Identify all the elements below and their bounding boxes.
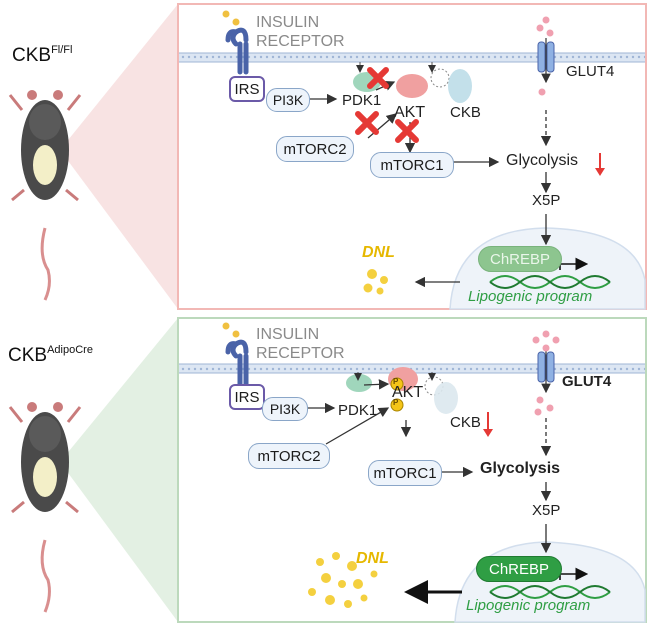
ckb-label: CKB [450, 104, 481, 121]
glut4-label: GLUT4 [566, 63, 615, 80]
receptor-label-2: RECEPTOR [256, 345, 345, 362]
phospho-label-2: P [393, 398, 399, 407]
enzyme-blob-icon-top [353, 62, 472, 103]
akt-label: AKT [394, 104, 426, 121]
bottom-funnel [60, 318, 178, 622]
dnl-label-2: DNL [356, 550, 389, 567]
insulin-receptor-icon-2 [225, 339, 249, 387]
mtorc2-node: mTORC2 [276, 136, 354, 162]
top-funnel [60, 4, 178, 309]
pi3k-node-2: PI3K [262, 397, 308, 421]
insulin-receptor-icon [225, 27, 249, 75]
lipogenic-label: Lipogenic program [468, 288, 593, 305]
insulin-label: INSULIN [256, 14, 320, 31]
pdk1-label: PDK1 [342, 92, 382, 109]
ckb-label-2: CKB [450, 414, 481, 431]
glut4-transporter-icon [537, 38, 555, 84]
dnl-dots-bottom [308, 552, 378, 608]
top-membrane [179, 53, 645, 62]
x5p-label: X5P [532, 192, 561, 209]
glucose-dots-bottom [532, 330, 560, 416]
akt-label-2: AKT [392, 384, 424, 401]
dnl-label: DNL [362, 244, 395, 261]
insulin-label-2: INSULIN [256, 326, 320, 343]
x5p-label-2: X5P [532, 502, 561, 519]
phospho-label-1: P [393, 377, 399, 386]
enzyme-blob-icon-bottom [346, 367, 458, 414]
glycolysis-label: Glycolysis [506, 152, 579, 169]
mouse-label-top: CKBFl/Fl [12, 44, 73, 66]
glucose-dots-top [536, 16, 554, 96]
glycolysis-label-2: Glycolysis [480, 460, 561, 477]
irs-node-2: IRS [229, 384, 265, 410]
mtorc1-node: mTORC1 [370, 152, 454, 178]
chrebp-node: ChREBP [478, 246, 562, 272]
irs-node: IRS [229, 76, 265, 102]
mouse-bottom [8, 402, 82, 613]
mouse-top [8, 90, 82, 301]
glut4-transporter-icon-2 [537, 348, 555, 394]
chrebp-node-2: ChREBP [476, 556, 562, 582]
mtorc1-node-2: mTORC1 [368, 460, 442, 486]
pdk1-label-2: PDK1 [338, 402, 378, 419]
bottom-membrane [179, 364, 645, 373]
glut4-label-2: GLUT4 [562, 373, 612, 390]
ckb-down-arrow-bottom [483, 412, 493, 437]
dnl-dots-top [363, 269, 388, 295]
phosphate-icon [390, 377, 404, 412]
mouse-label-bottom: CKBAdipoCre [8, 344, 93, 366]
receptor-label: RECEPTOR [256, 33, 345, 50]
pi3k-node: PI3K [266, 88, 310, 112]
mtorc2-node-2: mTORC2 [248, 443, 330, 469]
glycolysis-down-arrow-top [595, 153, 605, 176]
red-cross-icon [355, 67, 419, 143]
lipogenic-label-2: Lipogenic program [466, 597, 591, 614]
